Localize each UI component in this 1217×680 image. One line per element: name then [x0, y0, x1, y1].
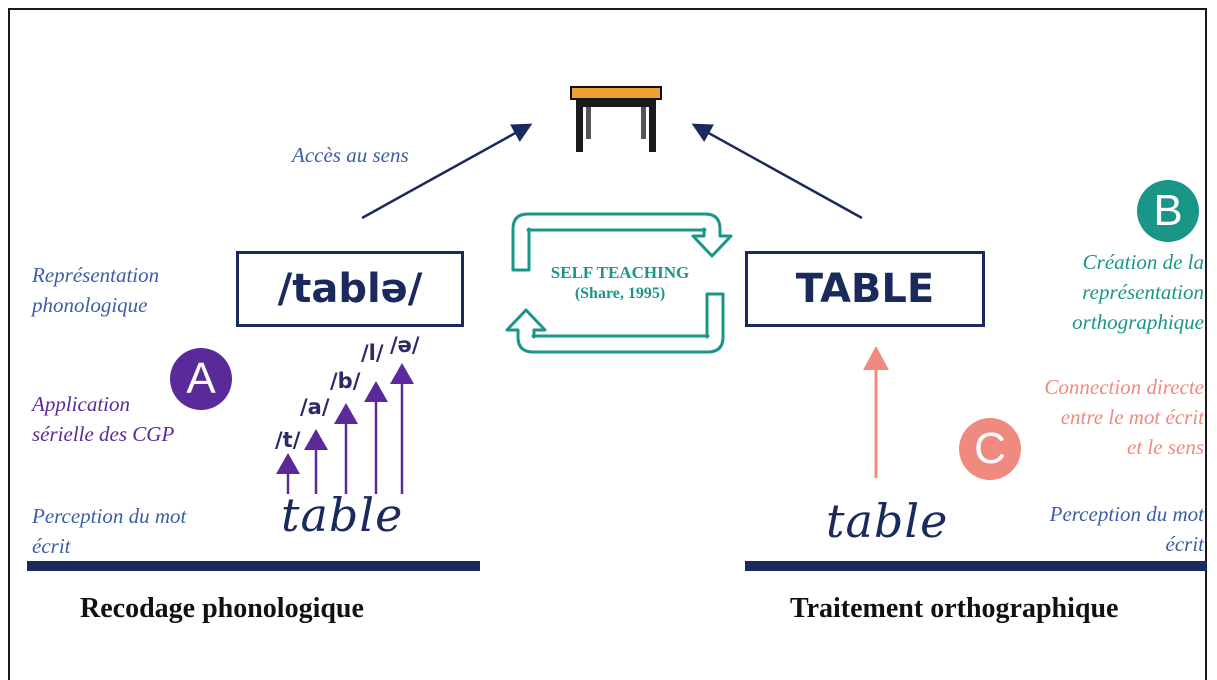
title-traitement-orthographique: Traitement orthographique [790, 593, 1119, 624]
badge-c: C [959, 418, 1021, 480]
label-perception-left-line2: écrit [32, 534, 71, 558]
diagram-frame [8, 8, 1207, 680]
self-teaching-citation: (Share, 1995) [574, 285, 666, 302]
arrow-left-to-meaning [361, 123, 533, 220]
phoneme-a: /a/ [300, 395, 330, 419]
arrow-right-to-meaning [691, 123, 863, 220]
phoneme-b: /b/ [330, 369, 361, 393]
label-creation-line2: représentation [1082, 280, 1204, 304]
phoneme-t: /t/ [275, 428, 301, 452]
label-connection-line2: entre le mot écrit [1060, 405, 1204, 429]
badge-a: A [170, 348, 232, 410]
direct-connection-arrow [863, 346, 889, 478]
label-application-line2: sérielle des CGP [32, 422, 175, 446]
label-perception-right-line1: Perception du mot [1049, 502, 1204, 526]
orthographic-representation-box: TABLE [745, 251, 985, 327]
label-connection-line3: et le sens [1127, 435, 1204, 459]
label-connection-line1: Connection directe [1044, 375, 1204, 399]
label-creation-line1: Création de la [1082, 250, 1204, 274]
table-icon [570, 86, 662, 152]
self-teaching-cycle-top-arrow [511, 212, 733, 272]
title-recodage-phonologique: Recodage phonologique [80, 593, 364, 624]
phoneme-arrows [276, 363, 414, 494]
written-word-left: table [281, 488, 404, 542]
self-teaching-title: SELF TEACHING [550, 263, 690, 282]
phoneme-schwa: /ə/ [390, 333, 420, 357]
self-teaching-cycle-bottom-arrow [505, 292, 725, 354]
label-representation-phonologique-line2: phonologique [32, 293, 148, 317]
written-word-right: table [826, 494, 949, 548]
label-acces-au-sens: Accès au sens [292, 143, 409, 167]
label-creation-line3: orthographique [1072, 310, 1204, 334]
baseline-bar-right [745, 561, 1207, 571]
badge-b: B [1137, 180, 1199, 242]
label-application-line1: Application [32, 392, 130, 416]
label-perception-left-line1: Perception du mot [32, 504, 187, 528]
phonological-representation-box: /tablə/ [236, 251, 464, 327]
phoneme-l: /l/ [361, 341, 384, 365]
label-perception-right-line2: écrit [1165, 532, 1204, 556]
label-representation-phonologique-line1: Représentation [32, 263, 160, 287]
baseline-bar-left [27, 561, 480, 571]
